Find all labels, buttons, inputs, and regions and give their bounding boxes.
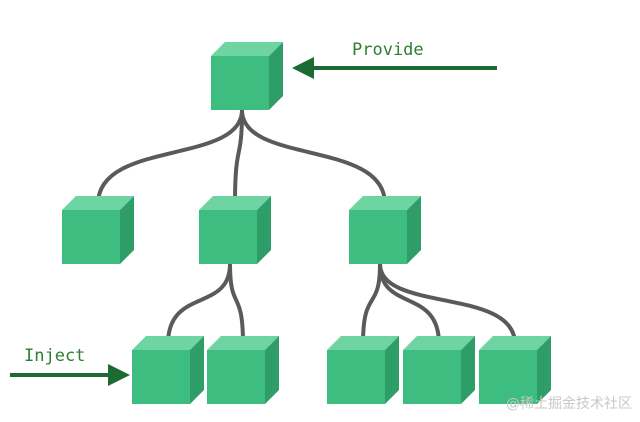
connectors <box>96 108 517 346</box>
component-grandchild-5 <box>479 336 551 404</box>
cube-front-face <box>199 210 257 264</box>
component-grandchild-1 <box>132 336 204 404</box>
component-root <box>211 42 283 110</box>
cube-top-face <box>211 42 283 56</box>
cube-top-face <box>132 336 204 350</box>
cube-side-face <box>537 336 551 404</box>
connector-root-child-1 <box>96 108 244 206</box>
cube-front-face <box>211 56 269 110</box>
connector-root-child-2 <box>233 108 244 206</box>
connector-child-2-grandchild-1 <box>166 262 232 346</box>
inject-label: Inject <box>24 346 85 366</box>
connector-child-3-grandchild-5 <box>378 262 517 346</box>
cube-top-face <box>327 336 399 350</box>
components <box>62 42 551 404</box>
component-child-1 <box>62 196 134 264</box>
cube-top-face <box>62 196 134 210</box>
cube-top-face <box>349 196 421 210</box>
cube-side-face <box>120 196 134 264</box>
cube-front-face <box>207 350 265 404</box>
inject-arrow <box>10 364 130 386</box>
cube-side-face <box>265 336 279 404</box>
watermark: @稀土掘金技术社区 <box>506 396 632 412</box>
cube-top-face <box>207 336 279 350</box>
cube-front-face <box>62 210 120 264</box>
component-child-3 <box>349 196 421 264</box>
provide-arrow <box>292 57 497 79</box>
component-child-2 <box>199 196 271 264</box>
cube-front-face <box>132 350 190 404</box>
component-grandchild-3 <box>327 336 399 404</box>
cube-top-face <box>199 196 271 210</box>
cube-side-face <box>257 196 271 264</box>
component-grandchild-4 <box>403 336 475 404</box>
component-grandchild-2 <box>207 336 279 404</box>
connector-child-2-grandchild-2 <box>228 262 245 346</box>
cube-front-face <box>349 210 407 264</box>
cube-front-face <box>479 350 537 404</box>
cube-side-face <box>269 42 283 110</box>
cube-side-face <box>461 336 475 404</box>
cube-side-face <box>190 336 204 404</box>
cube-top-face <box>479 336 551 350</box>
cube-top-face <box>403 336 475 350</box>
connector-child-3-grandchild-4 <box>378 262 441 346</box>
connector-child-3-grandchild-3 <box>361 262 382 346</box>
provide-label: Provide <box>352 40 424 60</box>
cube-front-face <box>327 350 385 404</box>
connector-root-child-3 <box>240 108 387 206</box>
cube-front-face <box>403 350 461 404</box>
cube-side-face <box>407 196 421 264</box>
cube-side-face <box>385 336 399 404</box>
